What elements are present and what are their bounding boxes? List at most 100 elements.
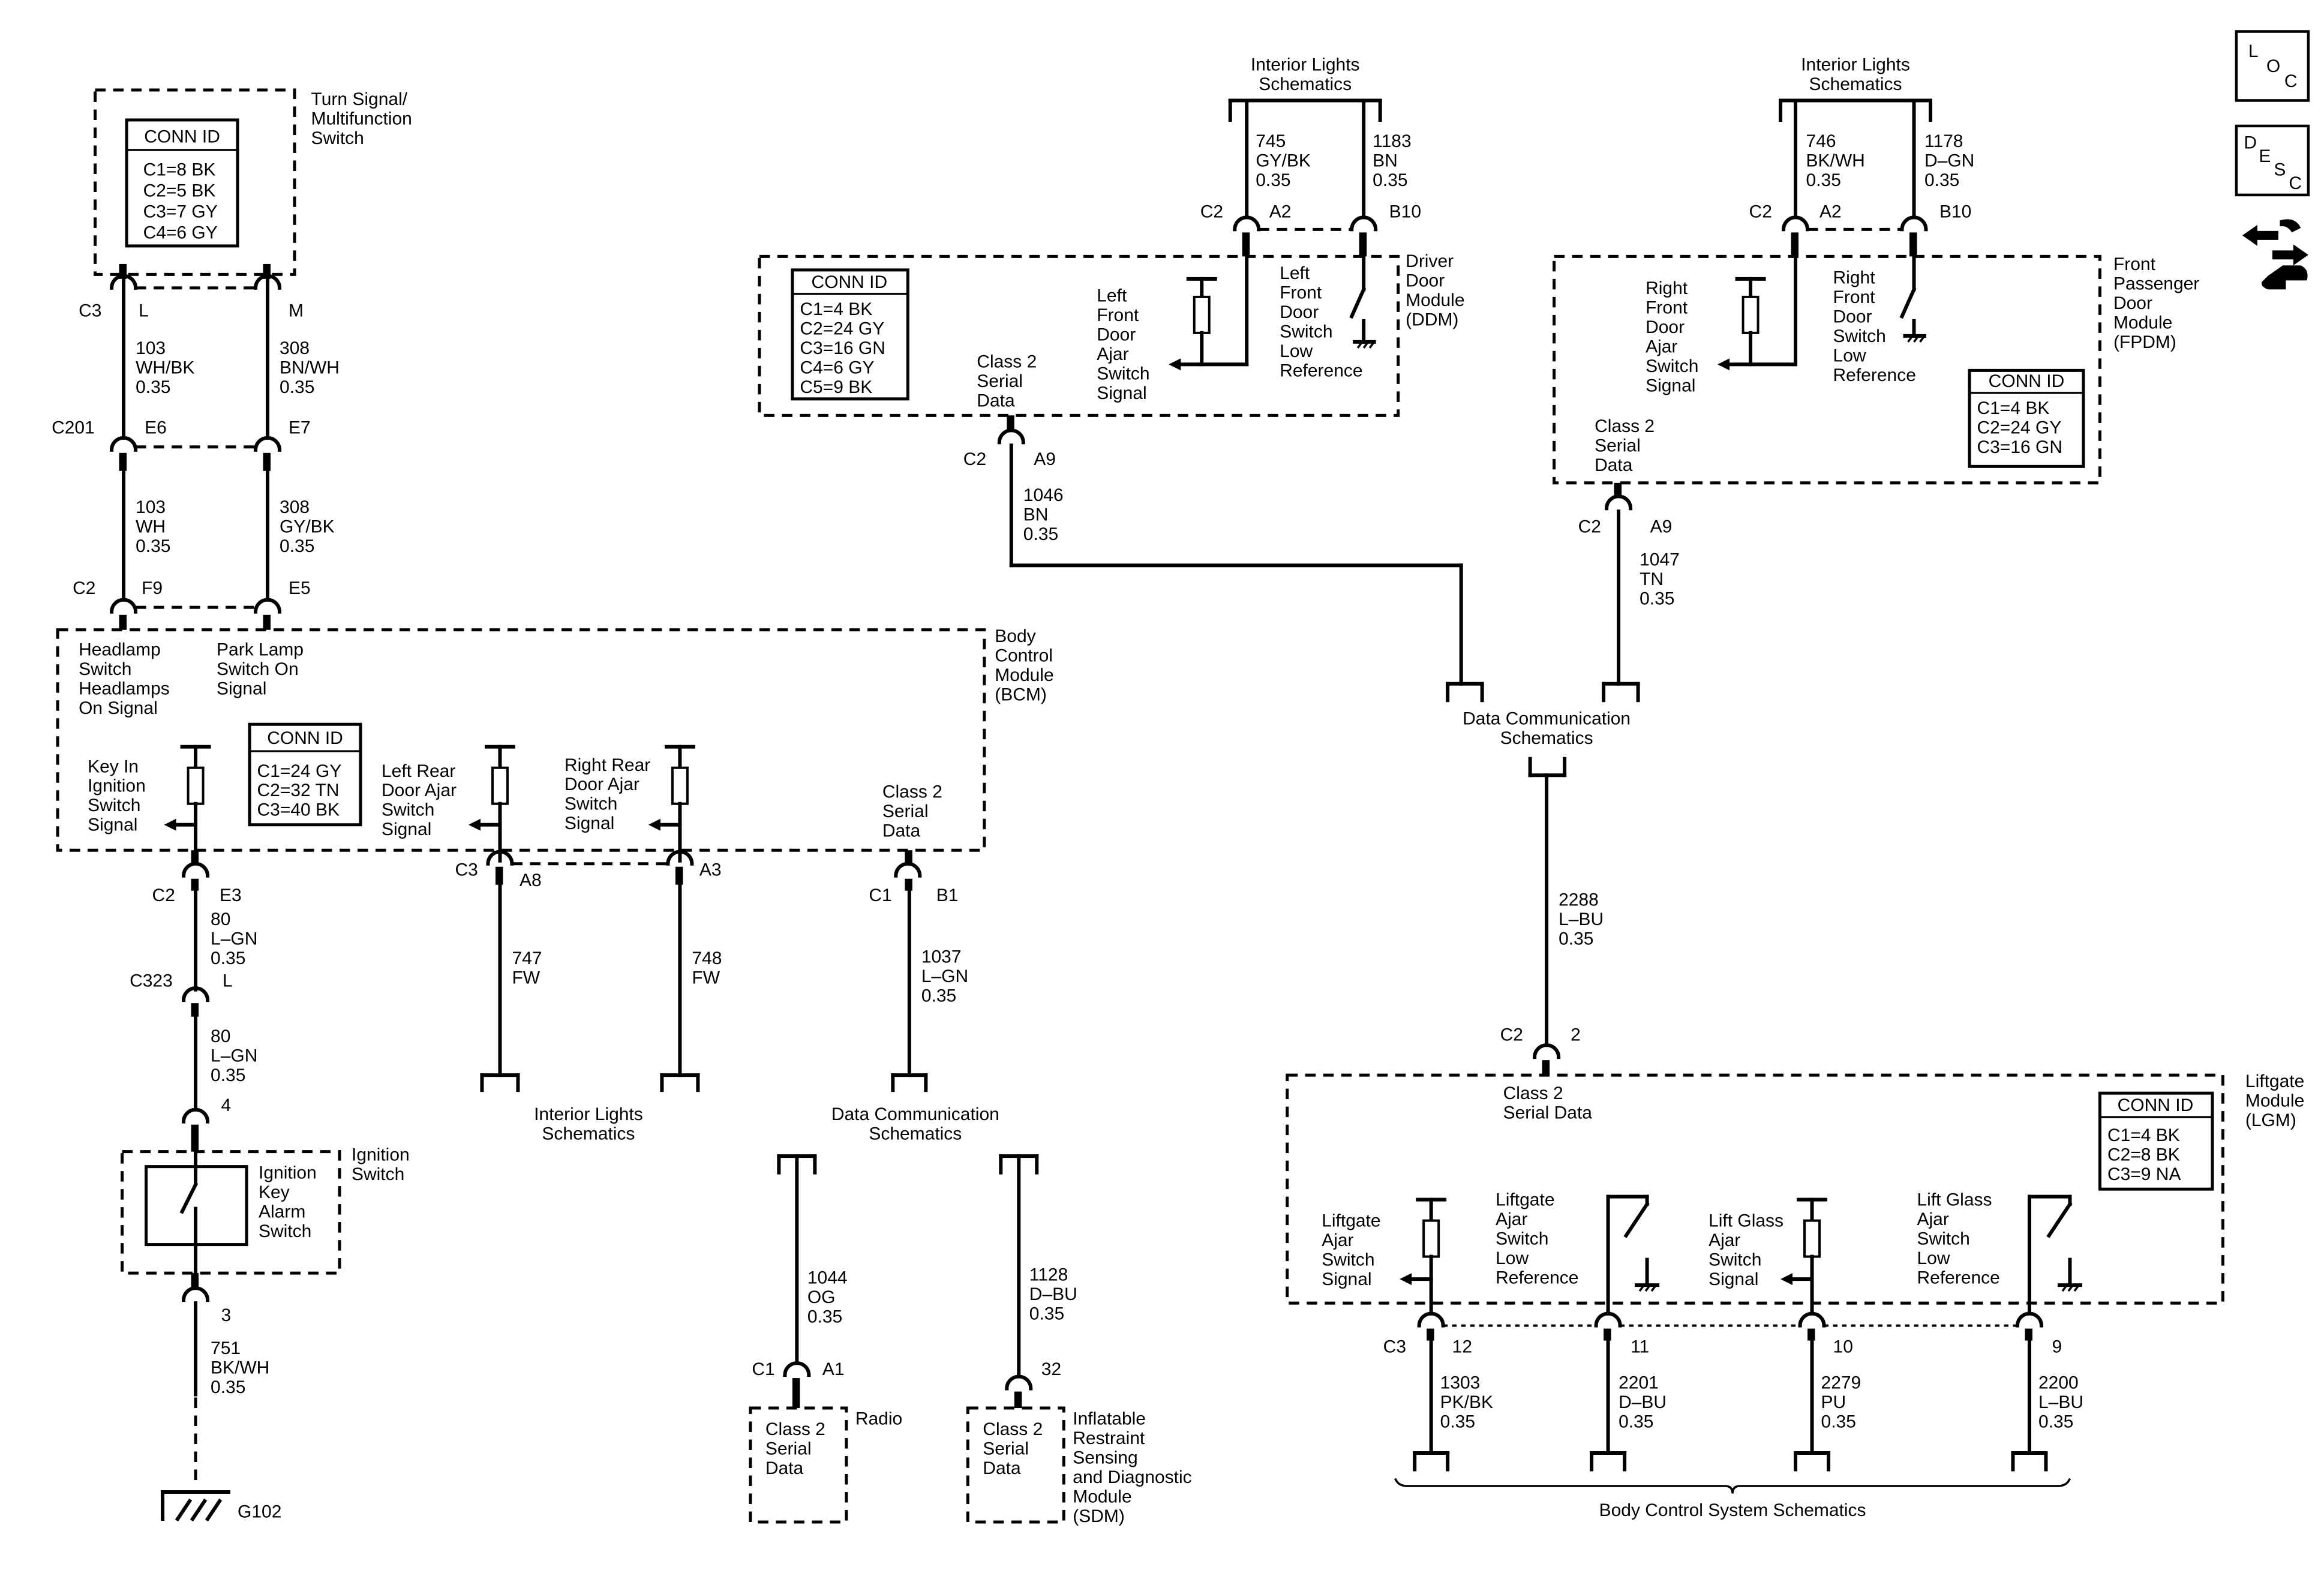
text-line: Left (1097, 286, 1127, 305)
text-line: Multifunction (311, 109, 412, 128)
text-line: Door (1833, 307, 1872, 326)
text-line: 1047 (1640, 550, 1680, 569)
conn-label: C3 (1383, 1337, 1406, 1357)
loc-button[interactable]: L O C (2235, 30, 2310, 102)
text-line: Ajar (1496, 1209, 1527, 1229)
conn-label: C2 (1749, 202, 1772, 221)
text-line: 1044 (807, 1268, 848, 1288)
conn-id-title: CONN ID (2118, 1095, 2194, 1115)
pin-label: 4 (221, 1095, 232, 1115)
text-line: (DDM) (1406, 310, 1458, 329)
desc-button[interactable]: D E S C (2235, 124, 2310, 197)
connector-bcm-c2: C2 F9 E5 (73, 578, 311, 614)
conn-label: C323 (130, 971, 173, 991)
text-line: (SDM) (1073, 1506, 1125, 1526)
text-line: Data (765, 1458, 804, 1478)
text-line: L–GN (211, 1046, 257, 1066)
text-line: 0.35 (1924, 170, 1959, 190)
text-line: Body Control System Schematics (1599, 1500, 1866, 1520)
pin-label: F9 (142, 578, 163, 598)
text-line: Data Communication (1463, 709, 1631, 728)
text-line: Passenger (2113, 274, 2199, 293)
text-line: Schematics (542, 1124, 635, 1144)
text-line: Left (1280, 263, 1310, 283)
conn-id-title: CONN ID (144, 127, 220, 146)
pin-label: 9 (2052, 1337, 2062, 1357)
text-line: Module (1406, 290, 1464, 310)
text-line: Class 2 (765, 1419, 825, 1439)
text-line: C2=5 BK (143, 181, 216, 200)
pin-label: B10 (1939, 202, 1971, 221)
pin-label: 2 (1571, 1025, 1581, 1045)
text-line: Front (1646, 298, 1688, 317)
text-line: 747 (512, 948, 542, 968)
text-line: BK/WH (1806, 151, 1865, 170)
text-line: Door (1646, 317, 1685, 337)
text-line: Data (1595, 455, 1633, 475)
text-line: Ignition (352, 1145, 410, 1165)
text-line: Lift Glass (1917, 1190, 1992, 1210)
reference-label: Body Control System Schematics (1599, 1500, 1866, 1520)
text-line: Restraint (1073, 1428, 1145, 1448)
ground-g102: G102 (161, 1490, 281, 1522)
text-line: 0.35 (1559, 929, 1593, 949)
conn-label: C2 (1578, 517, 1601, 536)
text-line: 0.35 (136, 536, 170, 556)
text-line: Door (1280, 302, 1319, 322)
text-line: Low (1280, 341, 1313, 361)
text-line: Module (2245, 1091, 2304, 1111)
conn-label: C1 (869, 885, 891, 905)
text-line: 0.35 (136, 377, 170, 397)
text-line: Serial Data (1503, 1103, 1593, 1123)
pin-label: B10 (1389, 202, 1421, 221)
text-line: Reference (1496, 1268, 1578, 1288)
text-line: Sensing (1073, 1448, 1137, 1468)
text-line: Signal (88, 815, 137, 835)
pin-label: E3 (220, 885, 242, 905)
text-line: Right Rear (565, 755, 650, 775)
text-line: WH (136, 517, 166, 536)
conn-label: C2 (1200, 202, 1223, 221)
pin-label: A1 (822, 1359, 845, 1379)
text-line: Switch On (217, 659, 299, 679)
text-line: Door (1406, 271, 1445, 290)
pin-label: 11 (1631, 1337, 1649, 1357)
text-line: Serial (977, 371, 1023, 391)
text-line: Body (995, 626, 1035, 646)
text-line: 1303 (1440, 1373, 1481, 1393)
text-line: Interior Lights (1251, 55, 1360, 74)
text-line: C1=4 BK (1977, 398, 2049, 418)
pin-label: 32 (1041, 1359, 1061, 1379)
text-line: Ajar (1322, 1230, 1353, 1250)
text-line: Switch (88, 795, 140, 815)
text-line: 0.35 (1023, 524, 1058, 544)
text-line: C2=32 TN (257, 781, 340, 800)
diagnostic-tool-icon[interactable] (2242, 219, 2308, 290)
connector-ddm-c2: C2 A2 B10 (1200, 202, 1421, 232)
text-line: Front (1833, 287, 1876, 307)
desc-icon: D E S C (2244, 133, 2302, 193)
pin-label: A2 (1819, 202, 1842, 221)
module-name: Radio (855, 1409, 902, 1429)
text-line: C2=8 BK (2107, 1145, 2180, 1165)
text-line: GY/BK (1256, 151, 1311, 170)
